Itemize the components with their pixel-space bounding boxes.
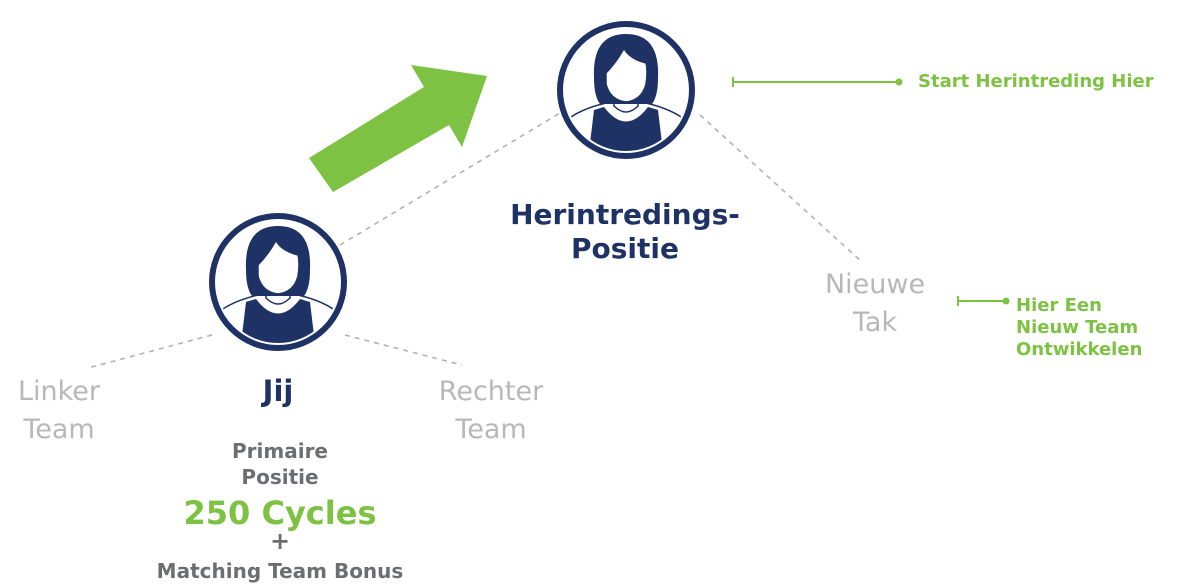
- reentry-callout: Start Herintreding Hier: [918, 71, 1154, 92]
- new-branch-label-line2: Tak: [852, 307, 898, 338]
- cycles-value: 250 Cycles: [183, 494, 377, 532]
- connector-you-to-left-team: [87, 334, 213, 369]
- reentry-title: Herintredings- Positie: [480, 198, 770, 266]
- woman-avatar-icon: [209, 213, 347, 351]
- right-team-label-line2: Team: [455, 414, 527, 445]
- new-team-callout-line1: Hier Een: [1016, 295, 1102, 316]
- connector-lines: [87, 112, 863, 369]
- primary-position-label: Primaire Positie: [180, 438, 380, 490]
- right-team-label-line1: Rechter: [438, 376, 544, 407]
- primary-position-line1: Primaire: [232, 439, 328, 463]
- new-team-callout: Hier Een Nieuw Team Ontwikkelen: [1016, 295, 1176, 361]
- you-name: Jij: [262, 374, 294, 408]
- callout-pointer-reentry: [732, 77, 903, 87]
- connector-you-to-right-team: [344, 334, 463, 366]
- new-team-callout-line2: Nieuw Team: [1016, 317, 1139, 338]
- left-team-label-line2: Team: [23, 414, 95, 445]
- up-right-arrow-icon: [309, 65, 487, 192]
- right-team-label: Rechter Team: [415, 373, 567, 449]
- callout-pointer-new-team: [957, 296, 1010, 306]
- reentry-title-line1: Herintredings-: [510, 198, 740, 231]
- matching-bonus-label: Matching Team Bonus: [156, 559, 404, 583]
- new-branch-label: Nieuwe Tak: [795, 266, 955, 342]
- new-team-callout-line3: Ontwikkelen: [1016, 339, 1143, 360]
- connector-reentry-to-new-branch: [699, 114, 863, 263]
- left-team-label: Linker Team: [0, 373, 118, 449]
- woman-avatar-icon: [557, 21, 695, 159]
- reentry-title-line2: Positie: [571, 232, 679, 265]
- connector-you-to-reentry: [339, 112, 561, 246]
- plus-sign: +: [269, 527, 291, 555]
- primary-position-line2: Positie: [241, 465, 319, 489]
- new-branch-label-line1: Nieuwe: [824, 269, 926, 300]
- left-team-label-line1: Linker: [17, 376, 101, 407]
